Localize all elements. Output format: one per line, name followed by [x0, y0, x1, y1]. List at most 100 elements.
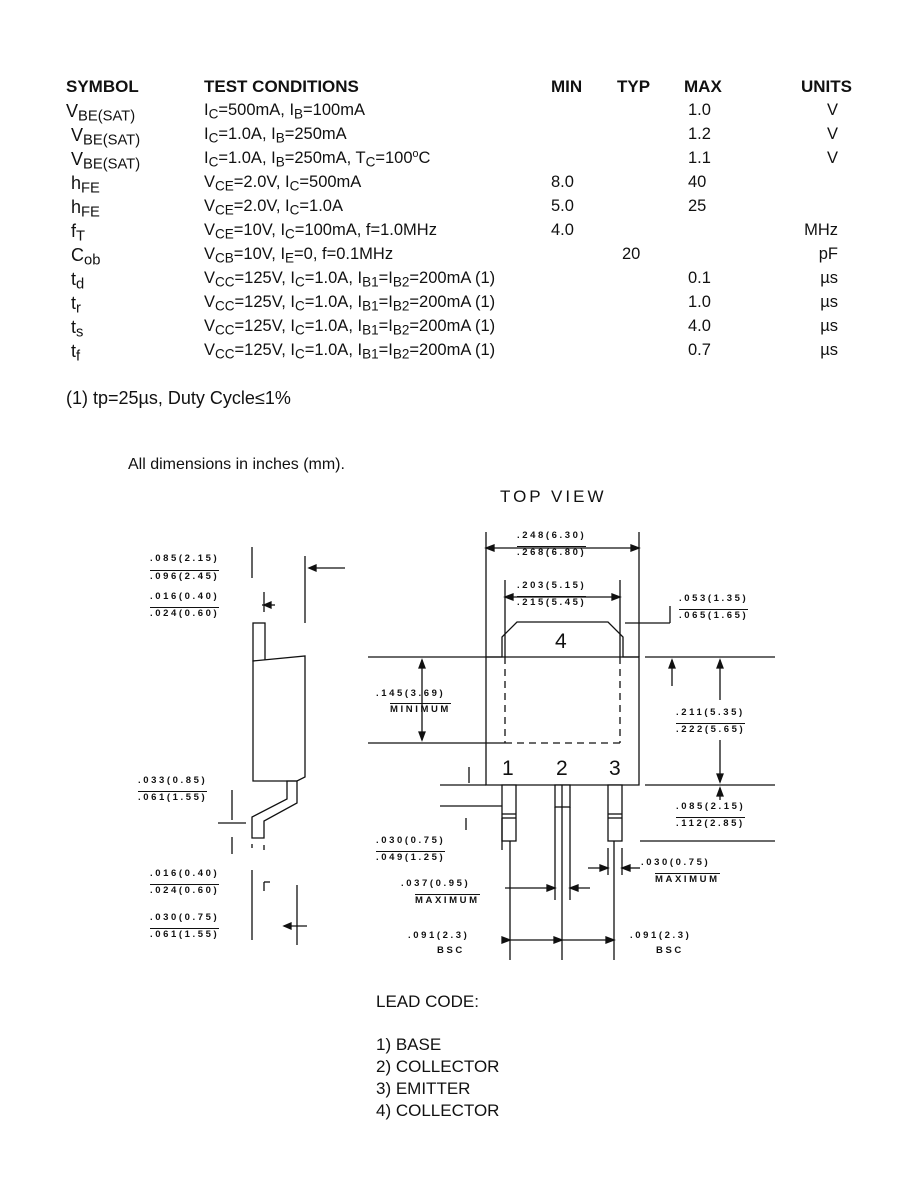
lead-code-item: 3) EMITTER [376, 1079, 471, 1098]
header-symbol: SYMBOL [66, 77, 139, 96]
row-max: 25 [688, 197, 707, 215]
dim-corner-min: .053(1.35) [679, 593, 749, 604]
row-min: 5.0 [551, 197, 574, 215]
symbol-subscript: BE(SAT) [83, 132, 141, 149]
row-max: 40 [688, 173, 707, 191]
dim-lead-wide-max: .049(1.25) [376, 851, 446, 863]
row-max: 0.7 [688, 341, 711, 359]
dim-body-len-max: .222(5.65) [676, 723, 746, 735]
dim-foot-max: .061(1.55) [150, 928, 220, 940]
row-condition: VCB=10V, IE=0, f=0.1MHz [204, 245, 394, 266]
row-unit: µs [820, 317, 838, 335]
symbol-base: C [71, 245, 84, 265]
row-unit: V [826, 101, 838, 119]
row-max: 1.0 [688, 293, 711, 311]
dim-pitch-right-note: BSC [656, 945, 684, 956]
pin-1-label: 1 [502, 757, 514, 780]
row-condition: VCE=2.0V, IC=500mA [204, 173, 362, 194]
row-condition: VCC=125V, IC=1.0A, IB1=IB2=200mA (1) [204, 341, 496, 362]
symbol-base: t [71, 269, 77, 289]
row-condition: VCE=2.0V, IC=1.0A [204, 197, 343, 218]
dim-standoff-min: .033(0.85) [138, 775, 208, 786]
symbol-base: V [71, 149, 84, 169]
symbol-subscript: BE(SAT) [83, 156, 141, 173]
dim-pitch-right: .091(2.3) [630, 930, 692, 941]
dim-lead-max: .030(0.75) [641, 857, 711, 868]
symbol-subscript: ob [84, 252, 101, 269]
header-min: MIN [551, 77, 583, 96]
dim-side-thickness-min: .085(2.15) [150, 553, 220, 564]
symbol-base: V [66, 101, 79, 121]
row-condition: VCC=125V, IC=1.0A, IB1=IB2=200mA (1) [204, 269, 496, 290]
side-view [218, 547, 345, 945]
symbol-base: f [71, 221, 77, 241]
symbol-base: t [71, 341, 77, 361]
header-max: MAX [684, 77, 722, 96]
row-max: 1.0 [688, 101, 711, 119]
dim-body-len-min: .211(5.35) [676, 707, 745, 718]
symbol-subscript: d [76, 276, 85, 293]
dim-body-width-max: .268(6.80) [517, 546, 587, 558]
dim-lead-len-max: .112(2.85) [676, 817, 745, 829]
header-typ: TYP [617, 77, 651, 96]
top-view [368, 532, 775, 960]
dim-pitch-left: .091(2.3) [408, 930, 470, 941]
dim-pitch-left-note: BSC [437, 945, 465, 956]
symbol-base: h [71, 197, 82, 217]
footnote: (1) tp=25µs, Duty Cycle≤1% [66, 388, 291, 408]
symbol-base: V [71, 125, 84, 145]
symbol-subscript: s [76, 324, 84, 341]
row-symbol: Cob [71, 245, 101, 269]
symbol-subscript: f [76, 348, 81, 365]
row-symbol: td [71, 269, 85, 293]
row-unit: µs [820, 293, 838, 311]
symbol-subscript: FE [81, 204, 100, 221]
row-condition: VCE=10V, IC=100mA, f=1.0MHz [204, 221, 437, 242]
row-max: 0.1 [688, 269, 711, 287]
dim-tab-width-max: .215(5.45) [517, 596, 587, 608]
lead-code-item: 1) BASE [376, 1035, 442, 1054]
row-symbol: tr [71, 293, 81, 316]
row-symbol: ts [71, 317, 84, 341]
symbol-base: t [71, 317, 77, 337]
dim-tab-len: .145(3.69) [376, 688, 446, 699]
pin-2-label: 2 [556, 757, 568, 780]
row-min: 8.0 [551, 173, 574, 191]
row-unit: MHz [804, 221, 838, 239]
row-symbol: hFE [71, 197, 100, 221]
dim-lead-max-note: MAXIMUM [655, 873, 720, 885]
symbol-base: t [71, 293, 77, 313]
row-condition: VCC=125V, IC=1.0A, IB1=IB2=200mA (1) [204, 293, 496, 314]
row-unit: V [826, 125, 838, 143]
dim-lead-wide-min: .030(0.75) [376, 835, 446, 846]
dim-lead-thk-max: .024(0.60) [150, 884, 220, 896]
row-max: 1.2 [688, 125, 711, 143]
dim-standoff-max: .061(1.55) [138, 791, 208, 803]
dim-body-width-min: .248(6.30) [517, 530, 587, 541]
view-title: TOP VIEW [500, 487, 607, 506]
dim-corner-max: .065(1.65) [679, 609, 749, 621]
dim-side-thickness-max: .096(2.45) [150, 570, 220, 582]
dim-center-lead: .037(0.95) [401, 878, 471, 889]
dim-tab-len-note: MINIMUM [390, 703, 451, 715]
row-symbol: VBE(SAT) [71, 125, 141, 149]
row-condition: IC=1.0A, IB=250mA, TC=100oC [204, 148, 431, 170]
symbol-subscript: FE [81, 180, 100, 197]
header-conditions: TEST CONDITIONS [204, 77, 359, 96]
dim-lead-thk-min: .016(0.40) [150, 868, 220, 879]
pin-3-label: 3 [609, 757, 621, 780]
dim-center-lead-note: MAXIMUM [415, 894, 480, 906]
lead-code-title: LEAD CODE: [376, 992, 479, 1011]
row-condition: IC=500mA, IB=100mA [204, 101, 365, 122]
row-condition: VCC=125V, IC=1.0A, IB1=IB2=200mA (1) [204, 317, 496, 338]
row-unit: pF [818, 245, 838, 263]
symbol-base: h [71, 173, 82, 193]
row-typ: 20 [622, 245, 641, 263]
dimensions-note: All dimensions in inches (mm). [128, 456, 345, 473]
row-unit: V [826, 149, 838, 167]
dim-foot-min: .030(0.75) [150, 912, 220, 923]
dim-tab-width-min: .203(5.15) [517, 580, 587, 591]
row-max: 4.0 [688, 317, 711, 335]
row-symbol: hFE [71, 173, 100, 197]
